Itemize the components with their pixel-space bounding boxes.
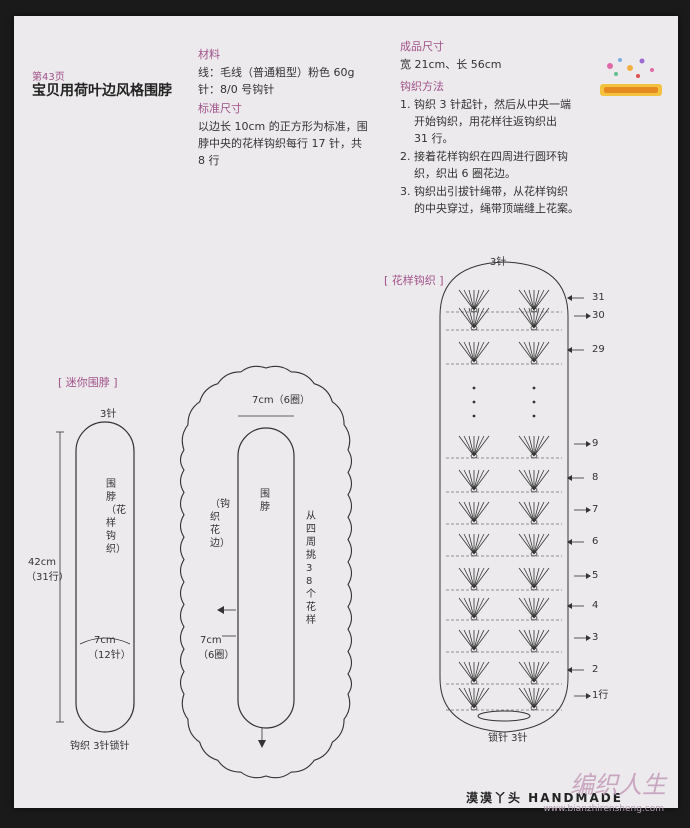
stitch-pattern-chart (439, 261, 591, 733)
method-step-1a: 1. 钩织 3 针起针，然后从中央一端 (400, 98, 571, 111)
row-label: 29 (592, 344, 605, 355)
method-step-3b: 的中央穿过，绳带顶端缝上花案。 (414, 202, 579, 215)
frill-left-rounds: （6圈） (198, 650, 235, 661)
frill-center-label: 围脖 (260, 489, 270, 513)
pattern-bottom-chain: 锁针 3针 (488, 733, 528, 744)
gauge-line-1: 以边长 10cm 的正方形为标准，围 (198, 120, 368, 133)
row-label: 7 (592, 504, 599, 515)
mini-width-cm: 7cm (94, 635, 116, 646)
pattern-heading: [ 花样钩织 ] (384, 274, 444, 287)
materials-heading: 材料 (198, 48, 220, 61)
handmade-logo-icon (600, 58, 662, 96)
method-step-2b: 织，织出 6 圈花边。 (414, 167, 516, 180)
row-label: 31 (592, 292, 605, 303)
row-label: 5 (592, 570, 599, 581)
mini-scarf-outline (75, 421, 135, 733)
pattern-page: 第43页 宝贝用荷叶边风格围脖 材料 线：毛线（普通粗型）粉色 60g 针：8/… (14, 16, 678, 808)
watermark-logo: 编织人生 (570, 771, 666, 799)
frill-side-label: （钩织花边） (210, 499, 230, 549)
mini-center-label: 围脖（花样钩织） (106, 479, 126, 555)
frill-left-cm: 7cm (200, 635, 222, 646)
page-title: 宝贝用荷叶边风格围脖 (32, 83, 172, 99)
materials-yarn: 线：毛线（普通粗型）粉色 60g (198, 66, 355, 79)
frill-inner-outline (237, 427, 295, 729)
row-label: 30 (592, 310, 605, 321)
crochet-diagrams (56, 261, 591, 779)
mini-width-sts: （12针） (88, 650, 131, 661)
method-step-3a: 3. 钩织出引拔针绳带，从花样钩织 (400, 185, 568, 198)
method-step-1b: 开始钩织，用花样往返钩织出 (414, 115, 557, 128)
frill-pickup-label: 从四周挑38个花样 (306, 511, 316, 626)
mini-top-count: 3针 (100, 409, 117, 420)
row-label: 3 (592, 632, 599, 643)
gauge-line-3: 8 行 (198, 154, 220, 167)
materials-hook: 针：8/0 号钩针 (198, 83, 275, 96)
row-label: 9 (592, 438, 599, 449)
mini-length-cm: 42cm (28, 557, 56, 568)
frill-top-label: 7cm（6圈） (252, 395, 310, 406)
size-text: 宽 21cm、长 56cm (400, 58, 502, 71)
chart-outline (439, 261, 569, 733)
gauge-line-2: 脖中央的花样钩织每行 17 针，共 (198, 137, 362, 150)
row-label: 2 (592, 664, 599, 675)
gauge-heading: 标准尺寸 (198, 102, 242, 115)
brand-text: 漠漠丫头 HANDMADE (466, 791, 623, 805)
method-step-1c: 31 行。 (414, 132, 454, 145)
method-step-2a: 2. 接着花样钩织在四周进行圆环钩 (400, 150, 568, 163)
row-label: 1行 (592, 690, 609, 701)
mini-width-dimension (79, 637, 131, 645)
watermark-url: www.bianzhirensheng.com (543, 804, 664, 814)
mini-scarf-heading: [ 迷你围脖 ] (58, 376, 118, 389)
size-heading: 成品尺寸 (400, 40, 444, 53)
mini-length-rows: （31行） (26, 572, 69, 583)
mini-bottom-chain: 钩织 3针锁针 (70, 741, 130, 752)
row-label: 8 (592, 472, 599, 483)
page-number: 第43页 (32, 72, 65, 83)
method-heading: 钩织方法 (400, 80, 444, 93)
frill-scallop-outline (179, 365, 353, 779)
row-label: 4 (592, 600, 599, 611)
row-label: 6 (592, 536, 599, 547)
